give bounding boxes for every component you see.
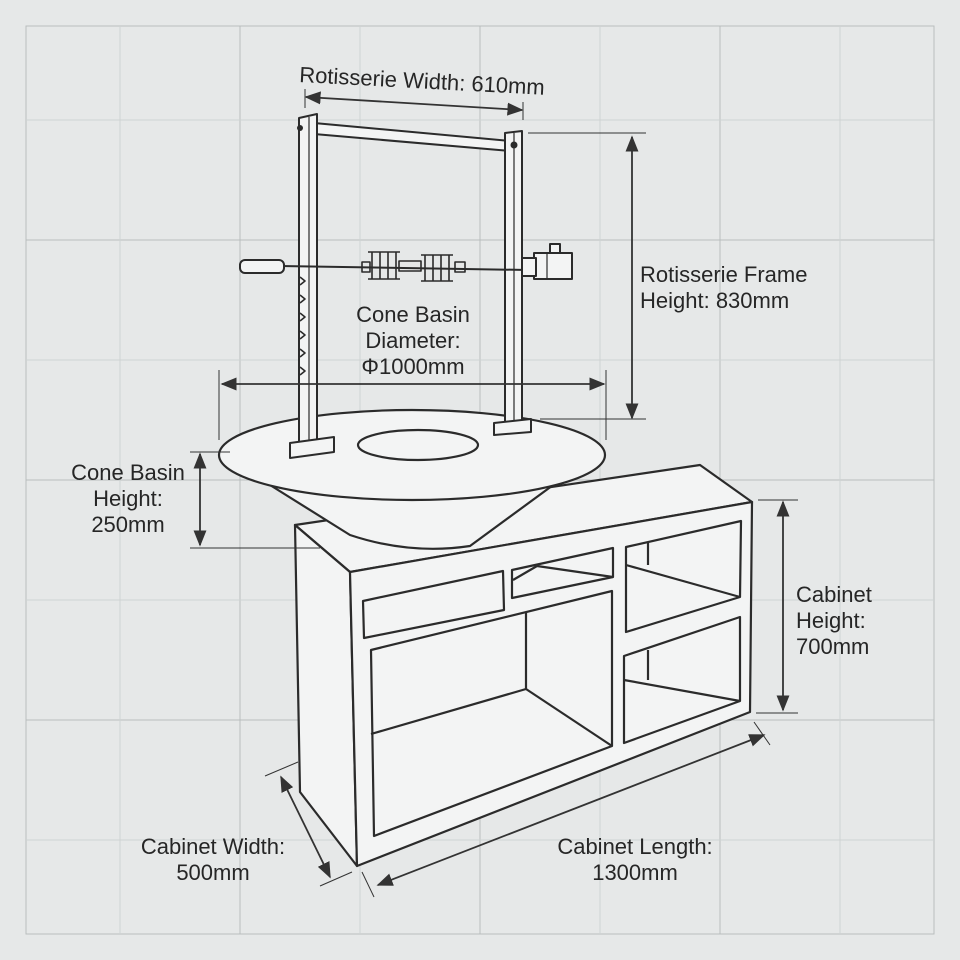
- right-foot: [493, 418, 532, 436]
- label-line: Cone Basin: [356, 302, 470, 327]
- label-line: Height: 830mm: [640, 288, 790, 313]
- top-bar: [313, 122, 511, 152]
- label-line: Cabinet: [796, 582, 872, 607]
- label-rotisserie-frame-height: Rotisserie Frame Height: 830mm: [640, 262, 807, 314]
- left-post: [298, 113, 318, 446]
- label-line: Height:: [93, 486, 163, 511]
- label-line: Diameter:: [365, 328, 461, 353]
- label-line: 700mm: [796, 634, 870, 659]
- rotisserie-frame: [239, 113, 573, 459]
- rotisserie-motor: [521, 243, 573, 280]
- dim-cabinet-length: [376, 734, 766, 886]
- label-line: 500mm: [176, 860, 250, 885]
- label-cabinet-length: Cabinet Length: 1300mm: [540, 834, 730, 886]
- spit-handle: [239, 259, 285, 274]
- label-cabinet-height: Cabinet Height: 700mm: [796, 582, 872, 660]
- dim-cabinet-width: [280, 775, 331, 879]
- height-notches: [299, 276, 306, 376]
- label-line: 250mm: [91, 512, 165, 537]
- dimension-lines: [190, 89, 798, 898]
- spit-rod: [279, 265, 529, 271]
- cabinet-side: [293, 523, 359, 868]
- label-line: Cone Basin: [71, 460, 185, 485]
- spit-forks: [361, 251, 466, 282]
- label-cone-basin-height: Cone Basin Height: 250mm: [58, 460, 198, 538]
- label-line: Height:: [796, 608, 866, 633]
- label-line: 1300mm: [592, 860, 678, 885]
- drawer-left: [361, 569, 506, 640]
- label-line: Cabinet Length:: [557, 834, 713, 859]
- label-line: Φ1000mm: [361, 354, 465, 379]
- label-line: Cabinet Width:: [140, 834, 286, 859]
- left-foot: [289, 436, 335, 459]
- dim-rotisserie-width: [304, 91, 524, 116]
- label-line: Rotisserie Frame: [640, 262, 808, 287]
- cone-opening: [356, 428, 480, 462]
- label-cone-basin-diameter: Cone Basin Diameter: Φ1000mm: [338, 302, 488, 380]
- label-cabinet-width: Cabinet Width: 500mm: [118, 834, 308, 886]
